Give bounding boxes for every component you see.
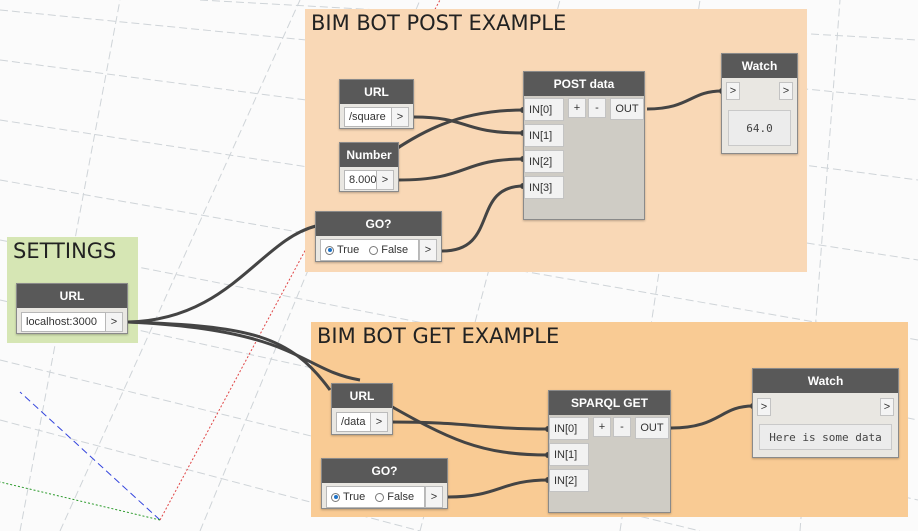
add-input-button[interactable]: +	[593, 417, 611, 437]
group-title: BIM BOT POST EXAMPLE	[311, 11, 567, 35]
node-title: GO?	[322, 459, 447, 483]
output-port[interactable]: >	[106, 312, 123, 332]
node-title: URL	[340, 80, 413, 104]
node-title: Number	[340, 143, 398, 167]
output-port[interactable]: OUT	[610, 98, 644, 120]
post-data-node[interactable]: POST data IN[0] IN[1] IN[2] IN[3] + - OU…	[523, 71, 645, 220]
input-port[interactable]: IN[2]	[524, 150, 564, 173]
input-port[interactable]: >	[757, 398, 771, 416]
group-title: BIM BOT GET EXAMPLE	[317, 324, 560, 348]
node-title: SPARQL GET	[549, 391, 670, 415]
settings-url-node[interactable]: URL localhost:3000 >	[16, 283, 128, 334]
get-go-node[interactable]: GO? True False >	[321, 458, 448, 509]
true-radio[interactable]: True	[325, 244, 359, 256]
add-input-button[interactable]: +	[568, 98, 586, 118]
true-label: True	[343, 491, 366, 503]
remove-input-button[interactable]: -	[588, 98, 606, 118]
false-radio[interactable]: False	[375, 491, 414, 503]
node-title: URL	[17, 284, 127, 308]
url-value[interactable]: /data	[336, 412, 371, 432]
get-watch-node[interactable]: Watch > > Here is some data	[752, 368, 899, 458]
output-port[interactable]: >	[419, 239, 437, 261]
output-port[interactable]: >	[392, 107, 409, 127]
false-radio[interactable]: False	[369, 244, 408, 256]
number-node[interactable]: Number 8.000 >	[339, 142, 399, 192]
output-port[interactable]: OUT	[635, 417, 669, 439]
group-title: SETTINGS	[13, 239, 117, 263]
get-url-node[interactable]: URL /data >	[331, 383, 393, 435]
post-watch-node[interactable]: Watch > > 64.0	[721, 53, 798, 154]
node-title: POST data	[524, 72, 644, 96]
node-title: URL	[332, 384, 392, 408]
output-port[interactable]: >	[779, 82, 793, 100]
remove-input-button[interactable]: -	[613, 417, 631, 437]
input-port[interactable]: IN[1]	[524, 124, 564, 147]
input-port[interactable]: IN[2]	[549, 469, 589, 492]
node-title: Watch	[722, 54, 797, 78]
output-port[interactable]: >	[377, 170, 394, 190]
post-go-node[interactable]: GO? True False >	[315, 211, 442, 262]
false-label: False	[381, 244, 409, 256]
number-value[interactable]: 8.000	[344, 170, 377, 190]
post-url-node[interactable]: URL /square >	[339, 79, 414, 129]
output-port[interactable]: >	[880, 398, 894, 416]
input-port[interactable]: IN[3]	[524, 176, 564, 199]
radio-icon	[375, 492, 385, 502]
true-label: True	[337, 244, 360, 256]
radio-selected-icon	[325, 245, 334, 255]
input-port[interactable]: >	[726, 82, 740, 100]
watch-value: 64.0	[728, 110, 791, 146]
watch-value: Here is some data	[759, 424, 892, 450]
input-port[interactable]: IN[0]	[549, 417, 589, 440]
radio-selected-icon	[331, 492, 340, 502]
sparql-get-node[interactable]: SPARQL GET IN[0] IN[1] IN[2] + - OUT	[548, 390, 671, 513]
node-title: GO?	[316, 212, 441, 236]
input-port[interactable]: IN[0]	[524, 98, 564, 121]
output-port[interactable]: >	[371, 412, 388, 432]
radio-icon	[369, 245, 379, 255]
url-value[interactable]: /square	[344, 107, 392, 127]
input-port[interactable]: IN[1]	[549, 443, 589, 466]
output-port[interactable]: >	[425, 486, 443, 508]
false-label: False	[387, 491, 415, 503]
node-title: Watch	[753, 369, 898, 393]
true-radio[interactable]: True	[331, 491, 365, 503]
url-value[interactable]: localhost:3000	[21, 312, 106, 332]
